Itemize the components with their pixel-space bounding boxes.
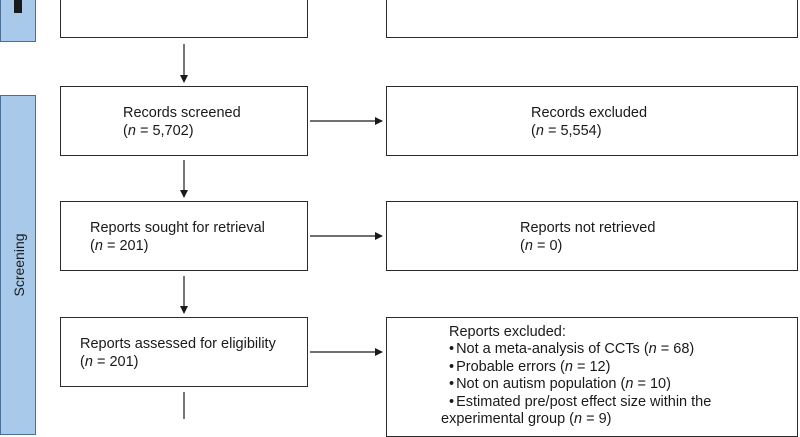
records-excluded-box: Records excluded (n = 5,554)	[386, 86, 798, 156]
reports-sought-count: (n = 201)	[90, 238, 149, 254]
exclusion-reason: Estimated pre/post effect size within th…	[441, 394, 711, 429]
reports-not-retrieved-title: Reports not retrieved	[520, 220, 656, 236]
records-excluded-count: (n = 5,554)	[531, 123, 602, 139]
exclusion-reason: Not on autism population (n = 10)	[449, 376, 711, 394]
screening-side-tab: Screening	[0, 95, 36, 435]
exclusion-reason: Probable errors (n = 12)	[449, 359, 711, 377]
records-screened-box: Records screened (n = 5,702)	[60, 86, 308, 156]
identification-box-left	[60, 0, 308, 38]
identification-side-tab	[0, 0, 36, 42]
reports-excluded-title: Reports excluded:	[449, 324, 566, 340]
records-screened-count: (n = 5,702)	[123, 123, 194, 139]
screening-section-label: Screening	[11, 233, 27, 297]
exclusion-reasons-list: Not a meta-analysis of CCTs (n = 68) Pro…	[441, 341, 711, 429]
records-screened-title: Records screened	[123, 105, 241, 121]
reports-not-retrieved-count: (n = 0)	[520, 238, 563, 254]
identification-box-right	[386, 0, 798, 38]
exclusion-reason: Not a meta-analysis of CCTs (n = 68)	[449, 341, 711, 359]
reports-assessed-box: Reports assessed for eligibility (n = 20…	[60, 317, 308, 387]
reports-excluded-box: Reports excluded: Not a meta-analysis of…	[386, 317, 798, 437]
records-excluded-title: Records excluded	[531, 105, 648, 121]
reports-sought-title: Reports sought for retrieval	[90, 220, 265, 236]
reports-not-retrieved-box: Reports not retrieved (n = 0)	[386, 201, 798, 271]
reports-assessed-count: (n = 201)	[80, 354, 139, 370]
reports-sought-box: Reports sought for retrieval (n = 201)	[60, 201, 308, 271]
reports-assessed-title: Reports assessed for eligibility	[80, 336, 276, 352]
section-label-fragment	[14, 0, 22, 13]
